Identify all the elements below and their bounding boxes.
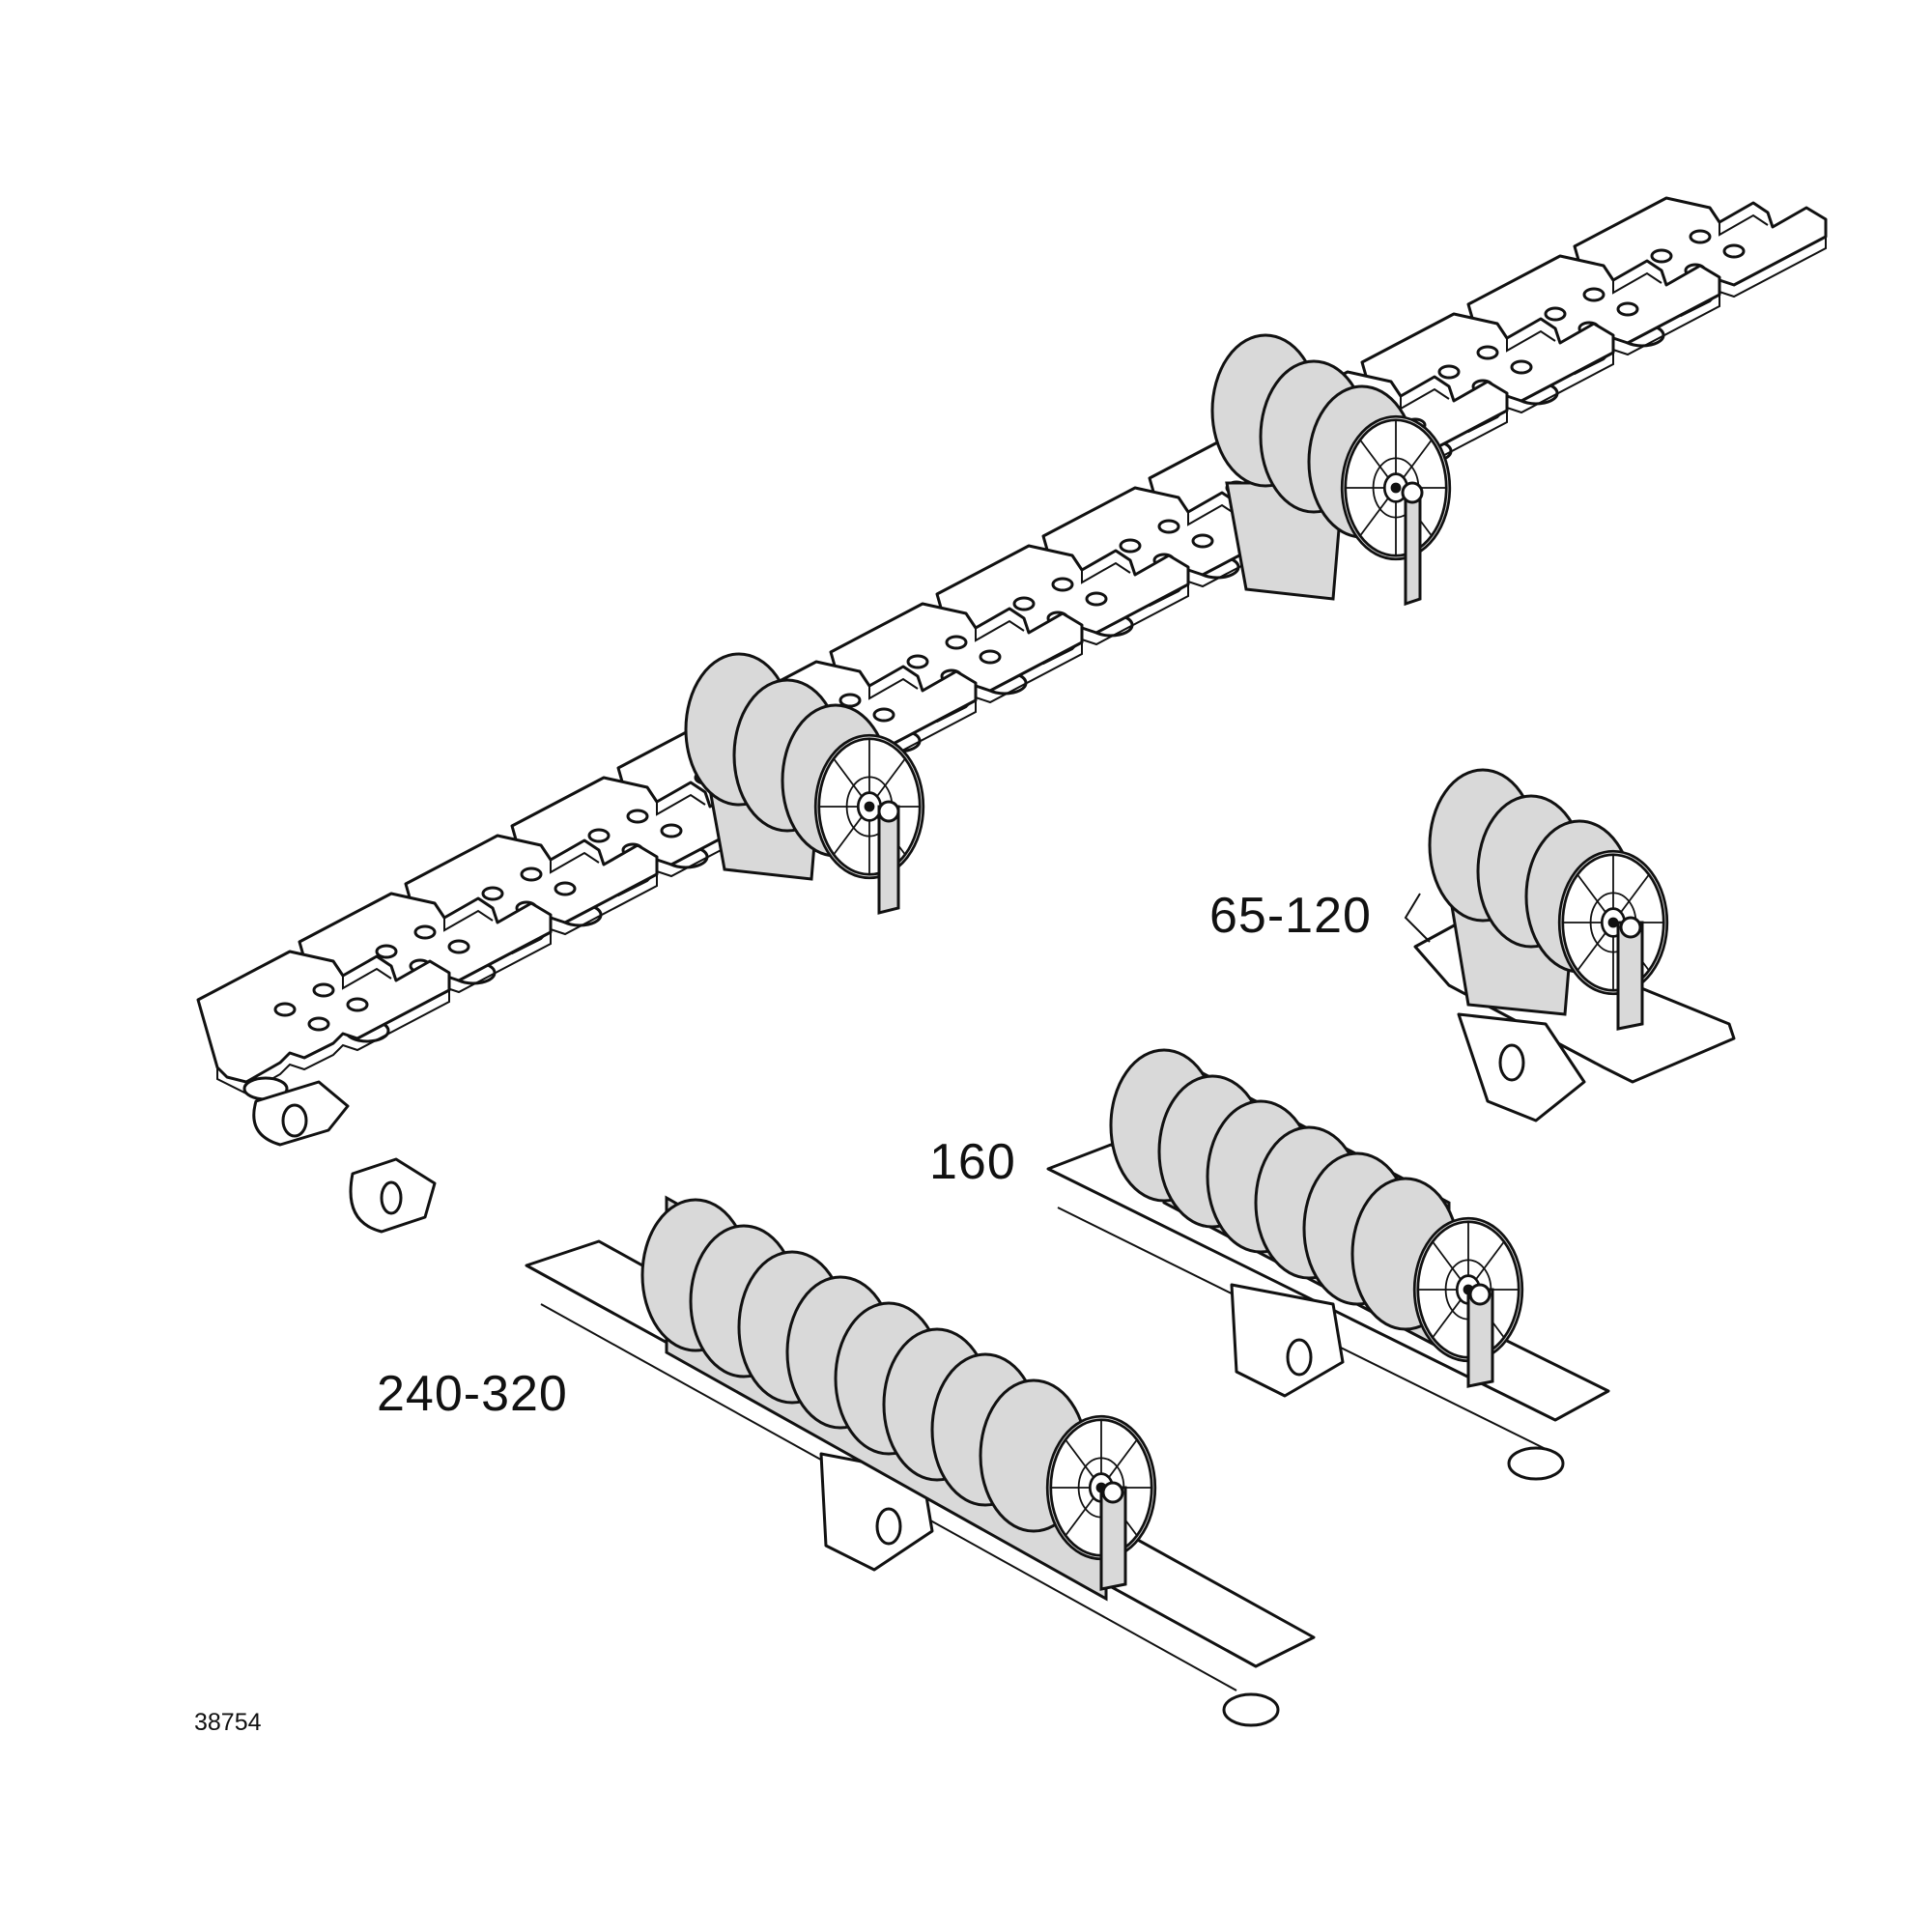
leader-65-120 bbox=[1404, 893, 1431, 943]
assembly-240-320 bbox=[525, 1195, 1316, 1727]
figure-number: 38754 bbox=[194, 1709, 262, 1736]
label-240-320: 240-320 bbox=[377, 1366, 568, 1422]
assembly-160 bbox=[1046, 1048, 1610, 1481]
label-65-120: 65-120 bbox=[1209, 888, 1372, 944]
label-160: 160 bbox=[929, 1134, 1016, 1190]
chain-roller-lower bbox=[684, 652, 925, 915]
assembly-65-120 bbox=[1413, 768, 1736, 1122]
chain-roller-upper bbox=[1210, 333, 1452, 607]
conveyor-chain bbox=[196, 196, 1828, 1234]
